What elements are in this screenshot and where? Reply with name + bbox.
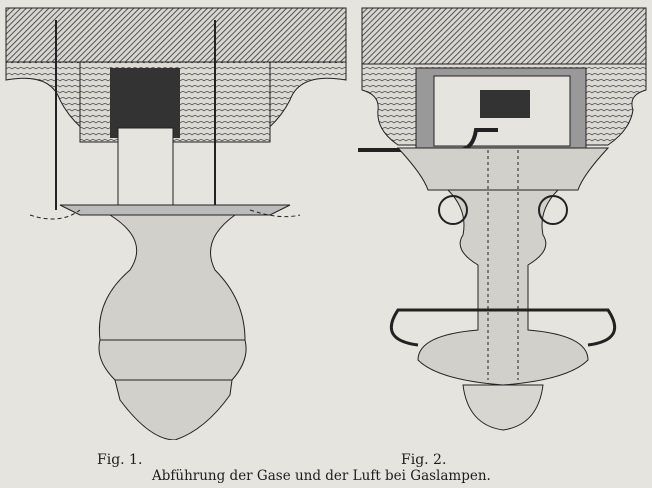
figure-1-label: Fig. 1. — [97, 452, 143, 468]
figure-1-gas-lamp-engraving — [5, 7, 347, 440]
figure-2-gas-lamp-engraving — [358, 7, 647, 431]
figure-caption: Abführung der Gase und der Luft bei Gasl… — [152, 468, 491, 484]
figure-2-label: Fig. 2. — [401, 452, 447, 468]
